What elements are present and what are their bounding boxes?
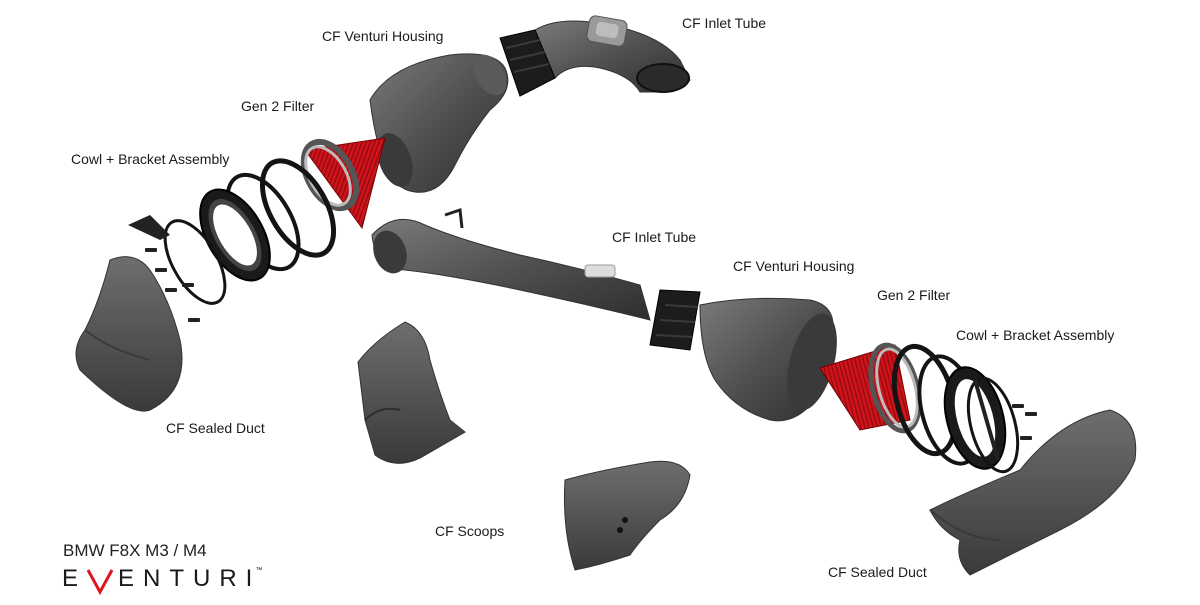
sealed-duct-right <box>929 409 1137 576</box>
filter-top <box>300 137 386 230</box>
inlet-tube-mid <box>371 207 651 321</box>
coupler-top <box>499 29 556 97</box>
coupler-mid <box>649 289 701 351</box>
logo-text-post: ENTURI <box>118 565 262 592</box>
label-inlet-tube-mid: CF Inlet Tube <box>612 229 697 245</box>
logo-text-pre: E <box>62 565 88 592</box>
label-sealed-duct-left: CF Sealed Duct <box>166 420 265 436</box>
logo-trademark: ™ <box>255 567 263 574</box>
scoop-right <box>563 460 691 571</box>
venturi-housing-top <box>369 53 509 193</box>
inlet-tube-top <box>534 15 691 93</box>
bolts-left <box>145 248 200 322</box>
label-venturi-housing-top: CF Venturi Housing <box>322 28 444 44</box>
label-cowl-right: Cowl + Bracket Assembly <box>956 327 1115 343</box>
label-venturi-housing-right: CF Venturi Housing <box>733 258 855 274</box>
model-title: BMW F8X M3 / M4 <box>63 541 207 560</box>
label-filter-right: Gen 2 Filter <box>877 287 951 303</box>
scoop-left <box>357 321 466 464</box>
cowl-rings-right <box>891 343 1020 474</box>
label-sealed-duct-right: CF Sealed Duct <box>828 564 927 580</box>
cowl-rings-top <box>128 158 337 305</box>
venturi-housing-right <box>699 297 837 422</box>
label-scoops: CF Scoops <box>435 523 505 539</box>
logo-v-spacer <box>87 565 109 589</box>
logo-v-mark <box>86 569 114 596</box>
filter-right <box>819 342 922 434</box>
label-inlet-tube-top: CF Inlet Tube <box>682 15 767 31</box>
label-filter-left: Gen 2 Filter <box>241 98 315 114</box>
sealed-duct-left <box>75 256 183 412</box>
label-cowl-left: Cowl + Bracket Assembly <box>71 151 230 167</box>
brand-logo: E ENTURI ™ <box>62 565 262 593</box>
